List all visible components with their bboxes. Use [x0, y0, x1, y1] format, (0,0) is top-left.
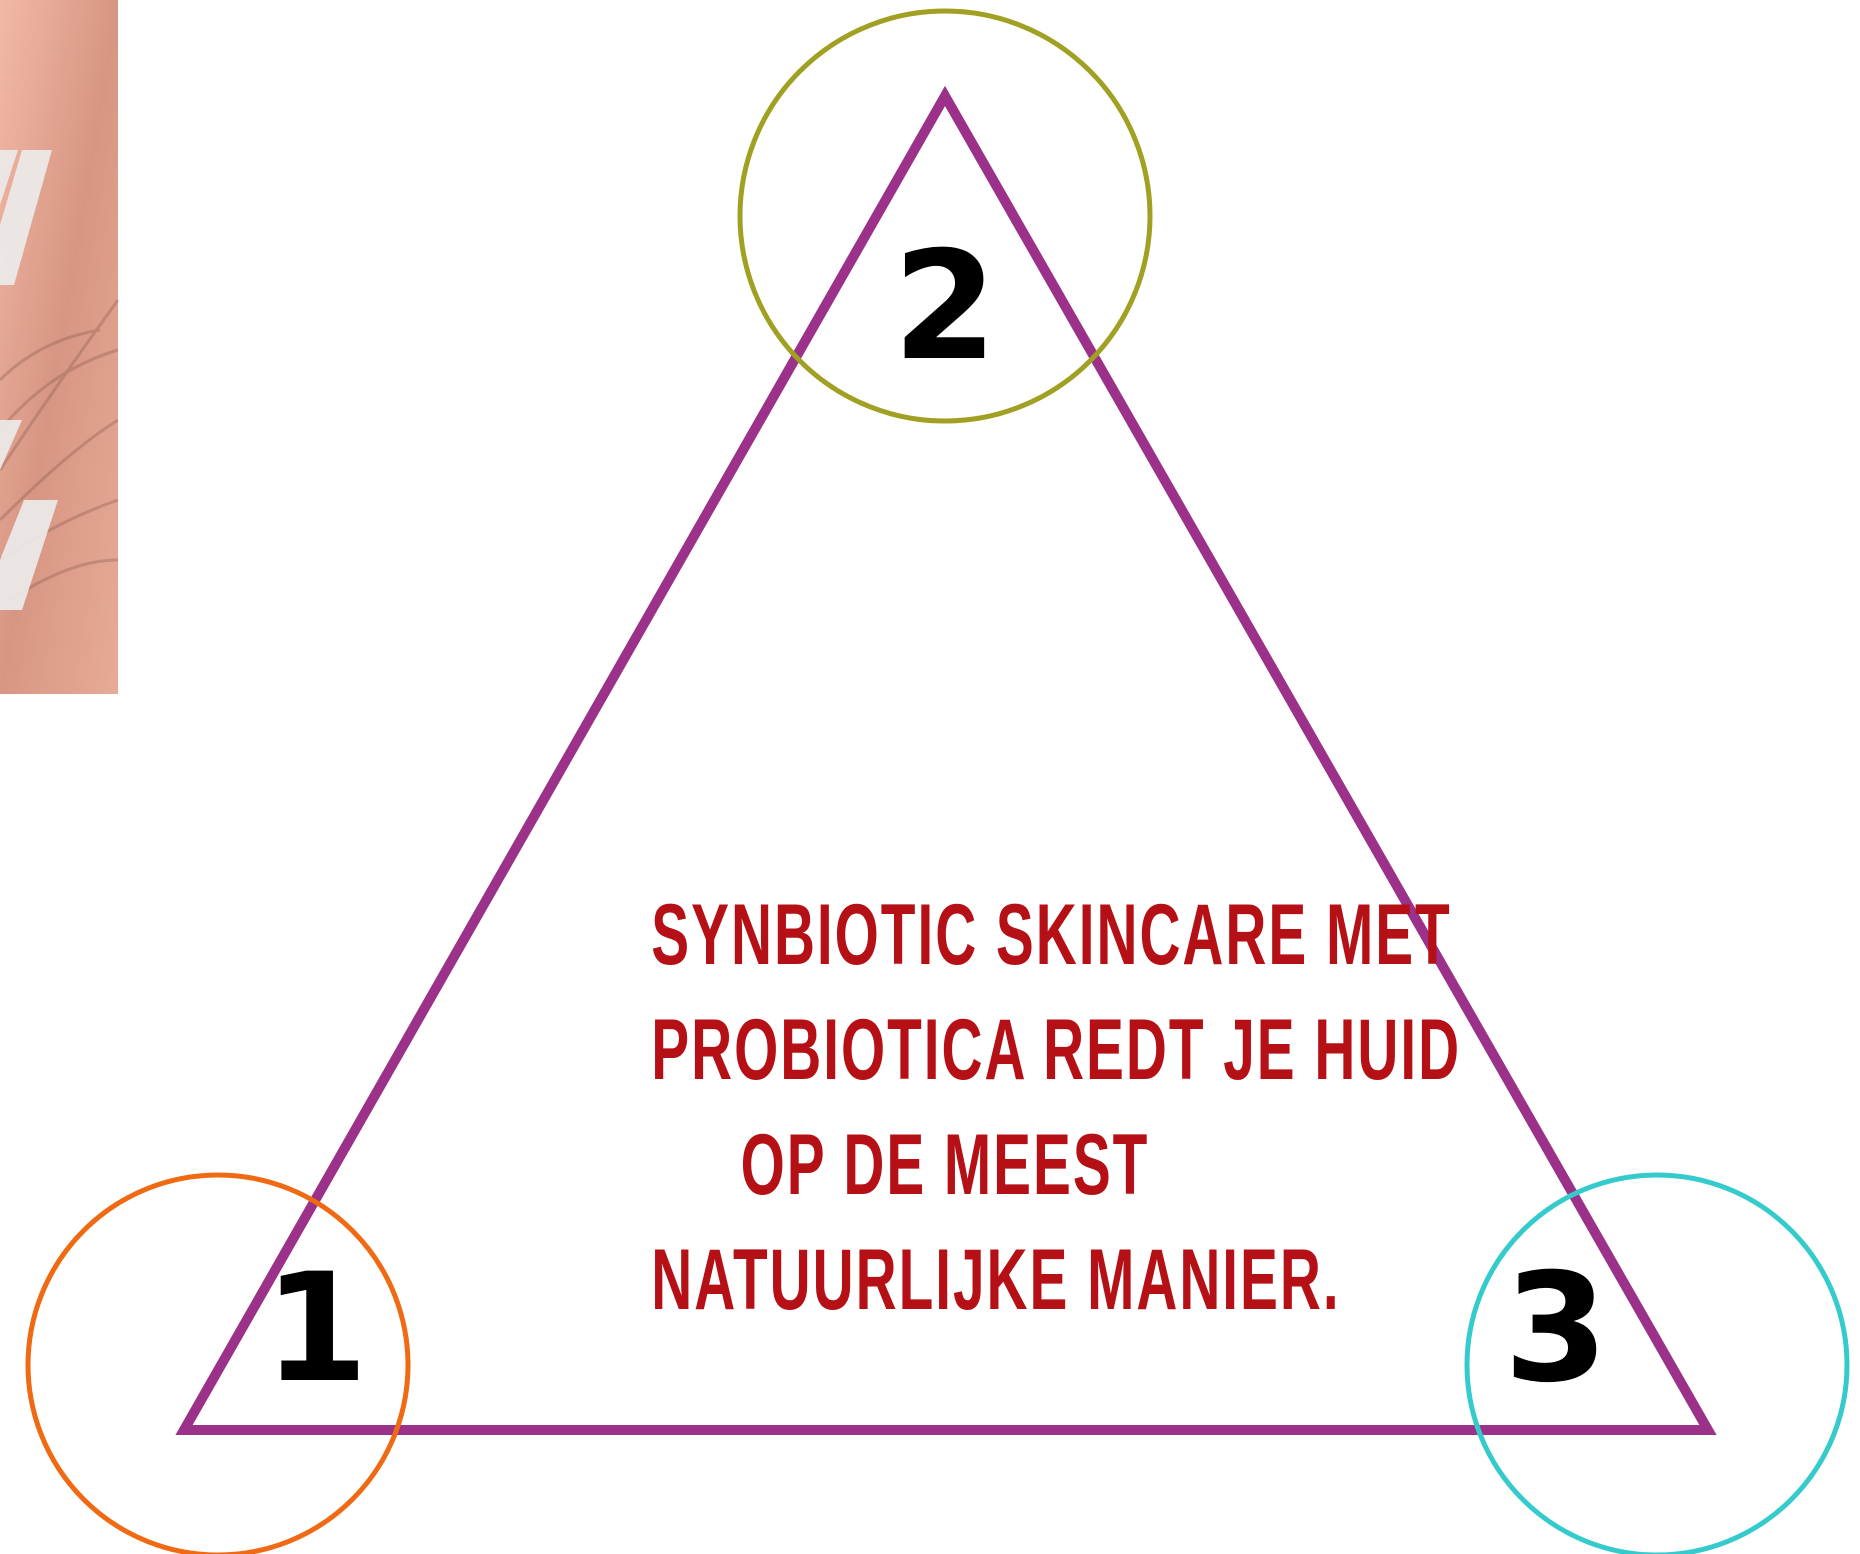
- node-3-number: 3: [1504, 1242, 1608, 1416]
- center-caption: SYNBIOTIC SKINCARE MET PROBIOTICA REDT J…: [651, 878, 1462, 1338]
- triangle-outline: [175, 85, 1717, 1435]
- node-2-ring: [737, 8, 1153, 424]
- caption-line-2: PROBIOTICA REDT JE HUID: [651, 1002, 1462, 1098]
- background-photo-fragment: [0, 0, 120, 694]
- caption-line-4: NATUURLIJKE MANIER.: [651, 1232, 1341, 1328]
- caption-line-1: SYNBIOTIC SKINCARE MET: [651, 887, 1452, 983]
- node-1-number: 1: [264, 1242, 368, 1416]
- node-3-ring: [1464, 1172, 1850, 1554]
- photo-letter-shapes: [0, 150, 58, 610]
- node-1-ring: [25, 1172, 411, 1554]
- caption-line-3: OP DE MEEST: [740, 1117, 1150, 1213]
- node-2-number: 2: [893, 220, 997, 394]
